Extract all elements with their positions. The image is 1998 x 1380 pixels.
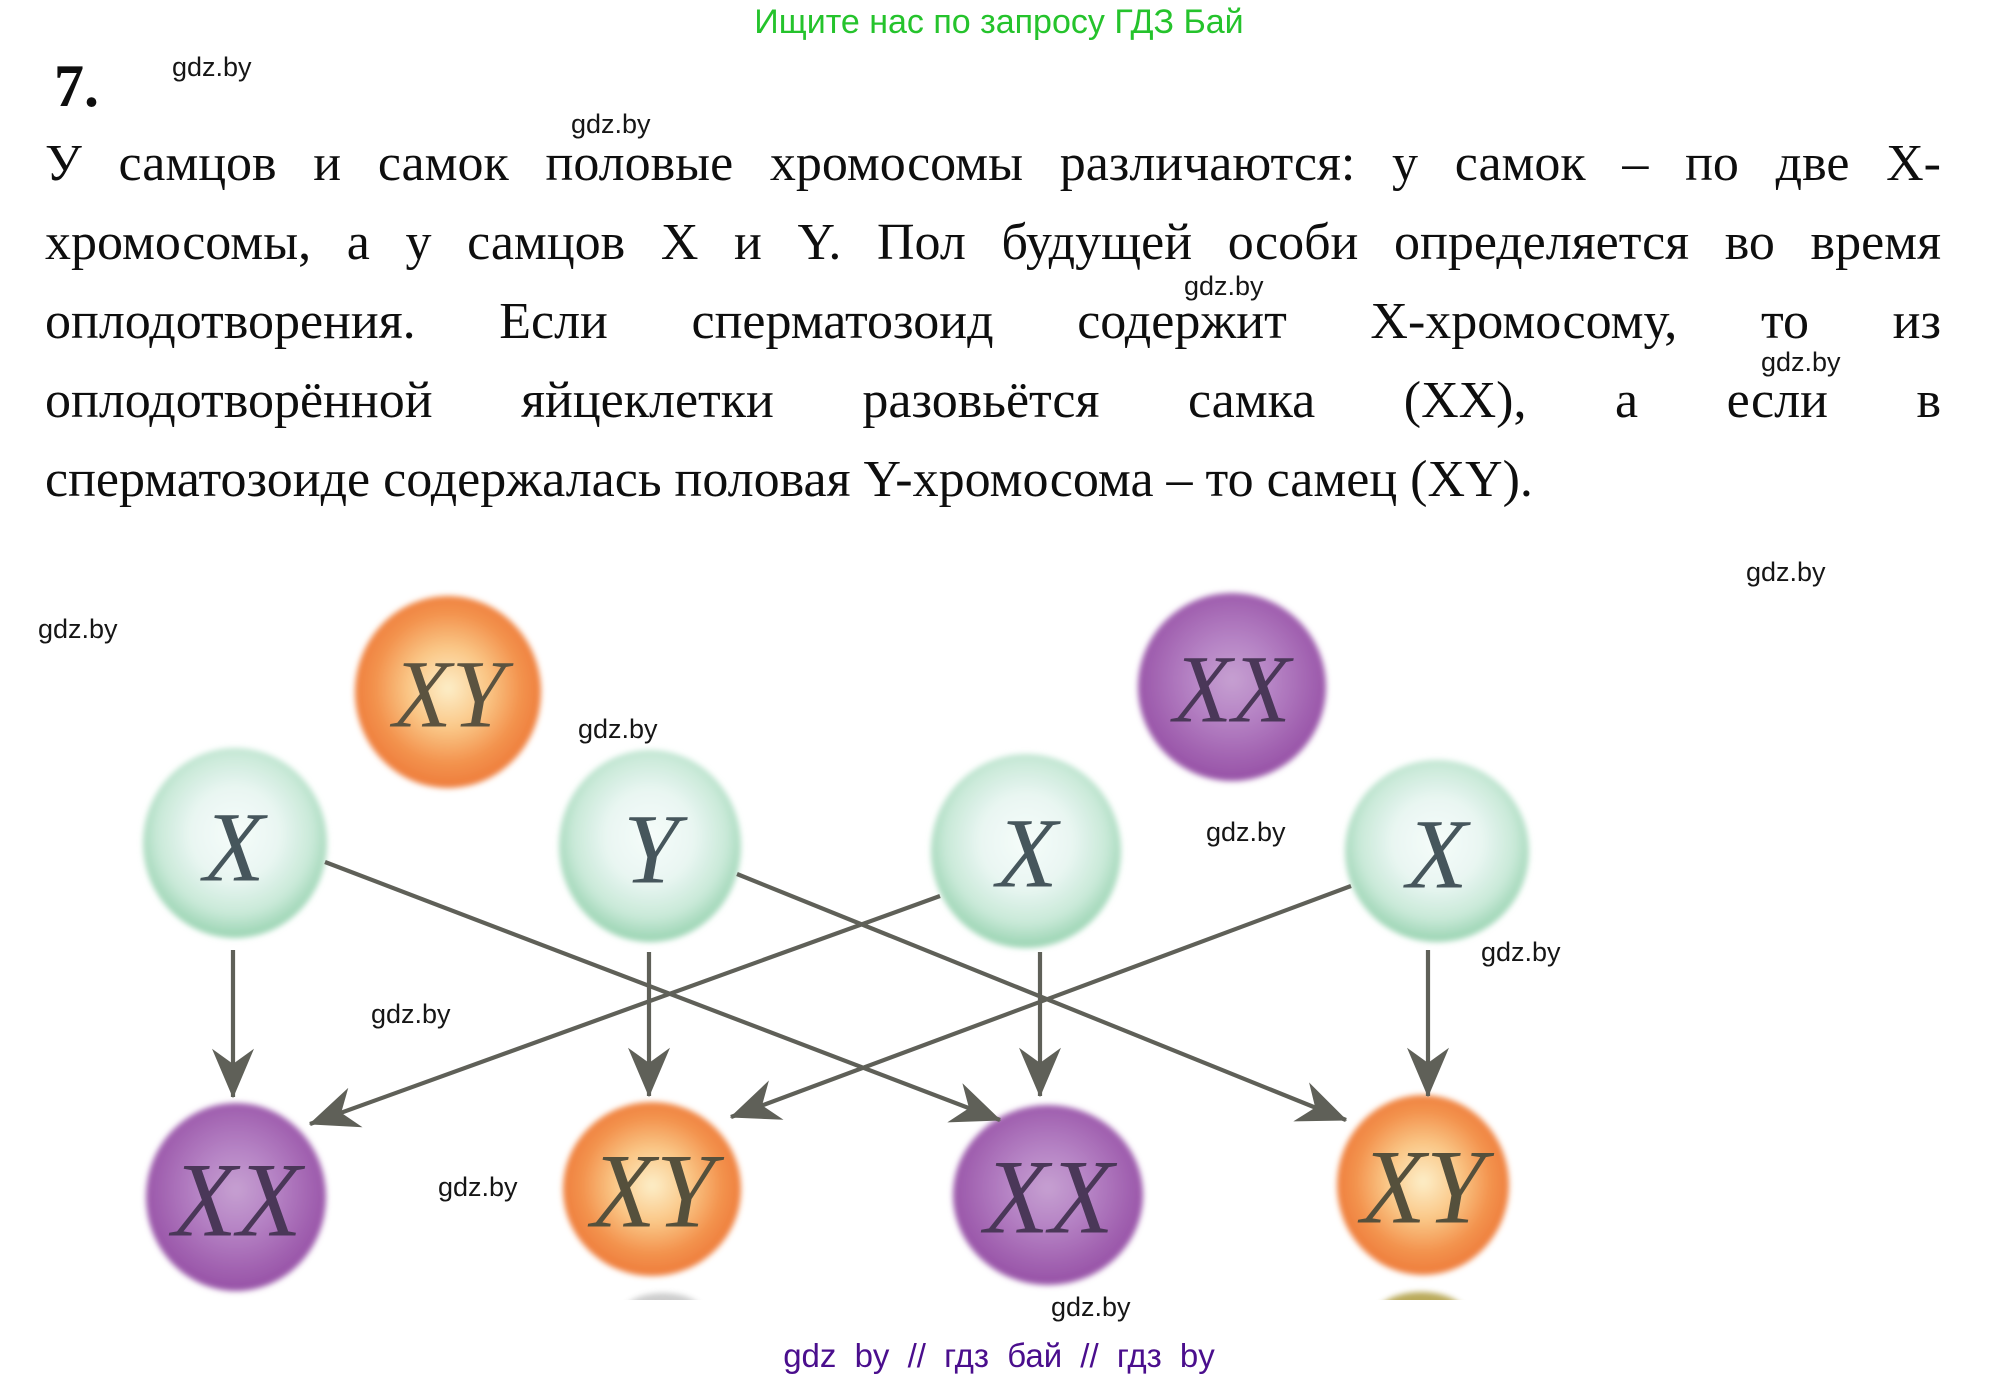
parent-female-circle bbox=[1138, 593, 1326, 781]
remnant-olive-blob bbox=[1387, 1292, 1455, 1300]
parent-male-circle bbox=[355, 596, 541, 788]
gamete-y-circle bbox=[559, 750, 741, 942]
promo-banner: Ищите нас по запросу ГДЗ Бай bbox=[754, 3, 1244, 41]
gamete-y-label: Y bbox=[623, 794, 688, 905]
watermark-gdzby: gdz.by bbox=[371, 999, 451, 1029]
watermark-gdzby: gdz.by bbox=[571, 109, 651, 139]
text-line: сперматозоиде содержалась половая Y-хром… bbox=[45, 451, 1533, 508]
text-line: У самцов и самок половые хромосомы разли… bbox=[45, 135, 1941, 192]
watermark-gdzby: gdz.by bbox=[438, 1172, 518, 1202]
chromosome-circles bbox=[143, 593, 1529, 1291]
gamete-x3-label: X bbox=[1402, 799, 1471, 910]
watermark-gdzby: gdz.by bbox=[38, 614, 118, 644]
watermark-gdzby: gdz.by bbox=[1184, 271, 1264, 301]
gamete-x2-label: X bbox=[992, 798, 1061, 909]
parent-male-label: XY bbox=[389, 641, 514, 748]
remnant-gray-blob bbox=[632, 1293, 694, 1300]
offspring-xx1-label: XX bbox=[168, 1142, 306, 1259]
arrow-x1-to-xx3 bbox=[324, 860, 1002, 1123]
fertilization-arrows bbox=[212, 860, 1449, 1128]
chromosome-labels: XY XX X Y X X XX XY XX XY bbox=[168, 636, 1495, 1259]
parent-female-label: XX bbox=[1169, 636, 1294, 743]
text-line: оплодотворённой яйцеклетки разовьётся са… bbox=[45, 372, 1941, 429]
watermark-gdzby: gdz.by bbox=[1481, 937, 1561, 967]
offspring-xx1-circle bbox=[146, 1103, 326, 1291]
scan-remnants bbox=[632, 1292, 1455, 1300]
offspring-xy2-circle bbox=[563, 1102, 741, 1276]
gamete-x1-circle bbox=[143, 748, 327, 938]
arrow-y-to-xy4 bbox=[736, 872, 1348, 1122]
watermark-gdzby: gdz.by bbox=[172, 52, 252, 82]
watermark-gdzby: gdz.by bbox=[578, 714, 658, 744]
gamete-x3-circle bbox=[1345, 760, 1529, 942]
arrow-x2-to-xx1 bbox=[308, 894, 941, 1128]
watermark-gdzby: gdz.by bbox=[1761, 347, 1841, 377]
arrow-x3-to-xy2 bbox=[729, 884, 1352, 1120]
text-line: оплодотворения. Если сперматозоид содерж… bbox=[45, 293, 1941, 350]
watermark-gdzby: gdz.by bbox=[1206, 817, 1286, 847]
offspring-xy4-circle bbox=[1337, 1095, 1509, 1275]
offspring-xx3-label: XX bbox=[980, 1139, 1118, 1256]
gamete-x1-label: X bbox=[199, 792, 268, 903]
offspring-xy4-label: XY bbox=[1357, 1129, 1495, 1246]
watermark-gdzby: gdz.by bbox=[1746, 557, 1826, 587]
offspring-xy2-label: XY bbox=[587, 1133, 725, 1250]
gamete-x2-circle bbox=[931, 754, 1121, 948]
text-line: хромосомы, а у самцов X и Y. Пол будущей… bbox=[45, 214, 1941, 271]
offspring-xx3-circle bbox=[953, 1105, 1143, 1285]
footer-links: gdz by // гдз бай // гдз by bbox=[783, 1337, 1215, 1374]
task-number: 7. bbox=[54, 53, 99, 119]
watermark-gdzby: gdz.by bbox=[1051, 1292, 1131, 1322]
task-text: У самцов и самок половые хромосомы разли… bbox=[45, 124, 1941, 519]
